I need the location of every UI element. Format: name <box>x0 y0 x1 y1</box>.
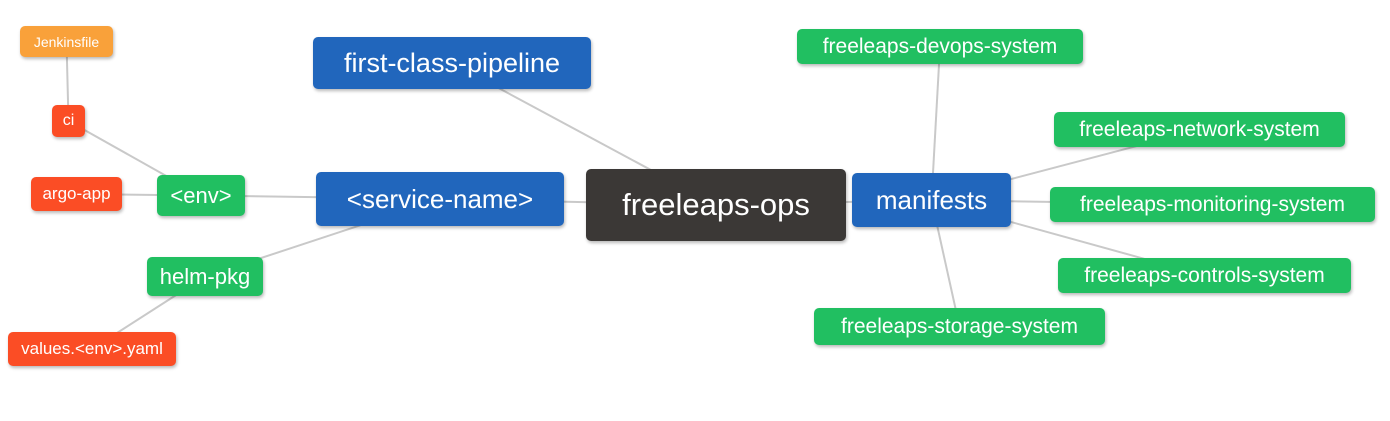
node-env[interactable]: <env> <box>157 175 245 216</box>
node-freeleaps-storage-system[interactable]: freeleaps-storage-system <box>814 308 1105 345</box>
node-manifests[interactable]: manifests <box>852 173 1011 227</box>
node-service-name[interactable]: <service-name> <box>316 172 564 226</box>
node-jenkinsfile[interactable]: Jenkinsfile <box>20 26 113 57</box>
node-ci[interactable]: ci <box>52 105 85 137</box>
node-freeleaps-ops-root[interactable]: freeleaps-ops <box>586 169 846 241</box>
node-values-env-yaml[interactable]: values.<env>.yaml <box>8 332 176 366</box>
node-freeleaps-network-system[interactable]: freeleaps-network-system <box>1054 112 1345 147</box>
node-freeleaps-monitoring-system[interactable]: freeleaps-monitoring-system <box>1050 187 1375 222</box>
node-freeleaps-controls-system[interactable]: freeleaps-controls-system <box>1058 258 1351 293</box>
node-helm-pkg[interactable]: helm-pkg <box>147 257 263 296</box>
node-freeleaps-devops-system[interactable]: freeleaps-devops-system <box>797 29 1083 64</box>
node-argo-app[interactable]: argo-app <box>31 177 122 211</box>
node-first-class-pipeline[interactable]: first-class-pipeline <box>313 37 591 89</box>
